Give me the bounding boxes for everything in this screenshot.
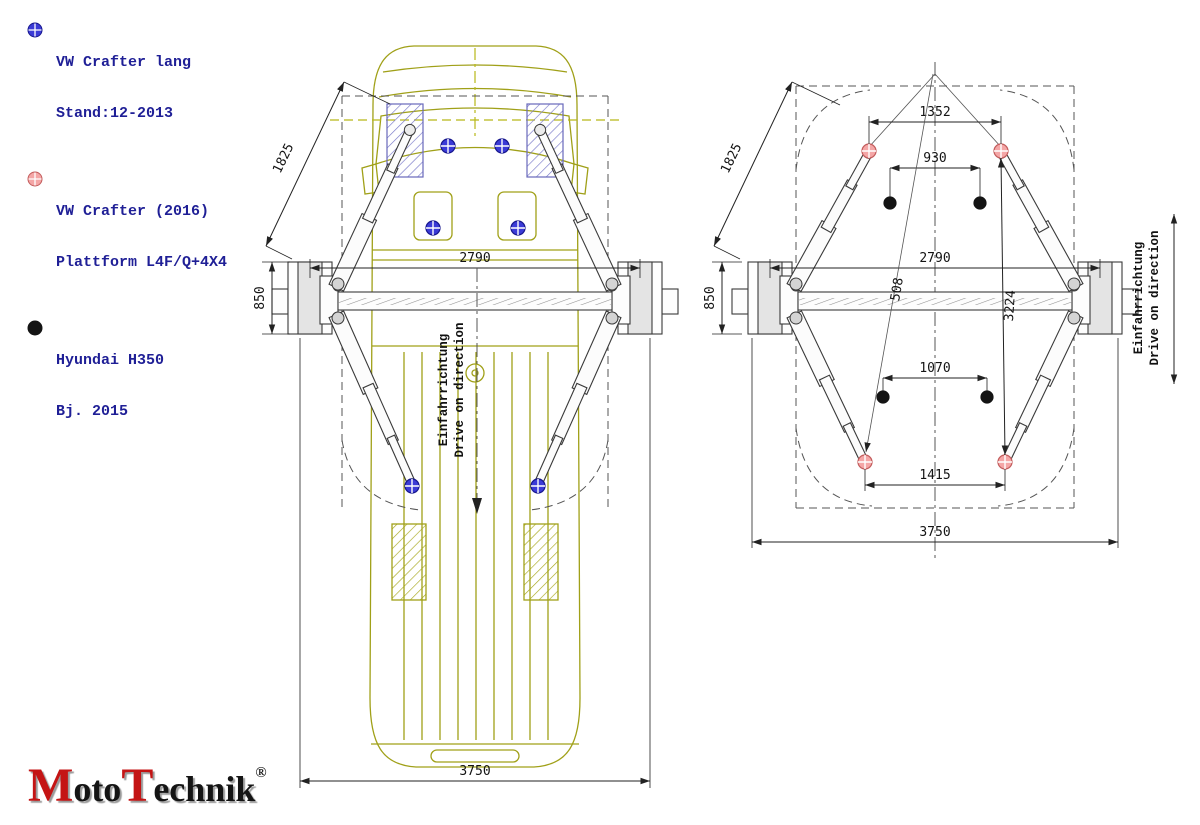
dimension-label: 1415 <box>919 468 950 483</box>
legend-text: VW Crafter (2016) Plattform L4F/Q+4X4 <box>56 169 227 305</box>
dimension-label: 1070 <box>919 361 950 376</box>
pickup-points-vw-crafter-2016 <box>857 143 1013 470</box>
dimension-label: 1352 <box>919 105 950 120</box>
logo-word1-rest: oto <box>73 769 122 809</box>
blue-cross-circle-icon <box>27 22 43 38</box>
dimension-label: 930 <box>923 151 946 166</box>
legend-line1: VW Crafter (2016) <box>56 203 210 220</box>
drive-direction-label-en: Drive on direction <box>453 322 467 457</box>
black-dot-icon <box>27 320 43 336</box>
drive-direction-arrow <box>472 498 482 514</box>
drive-direction-label-en: Drive on direction <box>1148 230 1162 365</box>
dimension-label: 1825 <box>718 141 745 176</box>
blue-point <box>440 138 456 154</box>
seat-right <box>497 191 537 241</box>
black-point <box>973 196 987 210</box>
blue-point <box>494 138 510 154</box>
pickup-points-hyundai-h350 <box>876 168 994 404</box>
dimension-post-spacing-2790-left: 2790 <box>309 251 641 278</box>
legend-text: Hyundai H350 Bj. 2015 <box>56 318 164 454</box>
black-point <box>876 390 890 404</box>
drive-direction-label-de: Einfahrrichtung <box>1132 242 1146 355</box>
dimension-rear-inner-1070: 1070 <box>883 361 987 382</box>
logo-initial-t: T <box>121 759 154 812</box>
mototechnik-logo: MotoTechnik® <box>28 758 267 813</box>
swing-arm-front-right <box>995 146 1084 293</box>
legend-line1: VW Crafter lang <box>56 54 192 71</box>
drive-direction-left-view: Einfahrrichtung Drive on direction <box>437 268 482 514</box>
pink-point <box>857 454 873 470</box>
right-view: 1825 1352 930 2790 508 <box>703 62 1178 560</box>
swing-arm-rear-left <box>328 310 419 491</box>
legend: VW Crafter lang Stand:12-2013 VW Crafter… <box>26 20 227 454</box>
swing-arm-front-left <box>786 146 875 293</box>
dimension-label: 508 <box>888 277 907 303</box>
dimension-rear-outer-1415: 1415 <box>864 468 1006 491</box>
front-reference-line <box>868 73 936 148</box>
legend-line2: Plattform L4F/Q+4X4 <box>56 254 228 271</box>
dimension-label: 1825 <box>270 141 297 176</box>
rear-wheel-right <box>523 523 559 601</box>
legend-line2: Bj. 2015 <box>56 403 129 420</box>
black-point <box>883 196 897 210</box>
pink-cross-circle-icon <box>27 171 43 187</box>
pink-point <box>993 143 1009 159</box>
seat-left <box>413 191 453 241</box>
crossbeam <box>337 291 613 311</box>
vehicle-outline-vw-crafter <box>361 45 589 768</box>
dimension-post-depth-850-right: 850 <box>703 261 742 335</box>
dimension-label: 3750 <box>459 764 490 779</box>
dimension-front-inner-930: 930 <box>890 151 980 172</box>
crossbeam <box>797 291 1073 311</box>
dimension-front-offset-508: 508 <box>864 73 934 453</box>
drive-direction-right-view: Einfahrrichtung Drive on direction <box>1132 214 1178 384</box>
legend-item-hyundai-h350: Hyundai H350 Bj. 2015 <box>26 318 227 454</box>
blue-point <box>530 478 546 494</box>
left-view: 1825 2790 850 3750 <box>253 45 679 788</box>
dimension-label: 2790 <box>919 251 950 266</box>
swing-arm-front-right <box>534 123 622 292</box>
pink-point <box>861 143 877 159</box>
dimension-post-spacing-2790-right: 2790 <box>769 251 1101 278</box>
legend-line2: Stand:12-2013 <box>56 105 174 122</box>
blue-point <box>425 220 441 236</box>
dimension-post-depth-850-left: 850 <box>253 261 290 335</box>
drive-direction-label-de: Einfahrrichtung <box>437 334 451 447</box>
dimension-overall-3750-right: 3750 <box>751 338 1119 548</box>
pickup-points-vw-crafter-lang <box>404 138 546 494</box>
swing-arm-rear-left <box>786 310 871 469</box>
blue-point <box>404 478 420 494</box>
legend-text: VW Crafter lang Stand:12-2013 <box>56 20 191 156</box>
legend-item-vw-crafter-lang: VW Crafter lang Stand:12-2013 <box>26 20 227 156</box>
logo-word2-rest: echnik <box>153 769 256 809</box>
rear-wheel-left <box>391 523 427 601</box>
rear-step <box>430 749 520 763</box>
front-reference-line <box>934 73 1002 148</box>
black-point <box>980 390 994 404</box>
pink-point <box>997 454 1013 470</box>
dimension-label: 3750 <box>919 525 950 540</box>
legend-line1: Hyundai H350 <box>56 352 165 369</box>
dimension-label: 850 <box>703 286 718 309</box>
dimension-overall-3750-left: 3750 <box>299 338 651 788</box>
dimension-label: 3224 <box>1002 289 1019 321</box>
dimension-label: 850 <box>253 286 268 309</box>
legend-item-vw-crafter-2016: VW Crafter (2016) Plattform L4F/Q+4X4 <box>26 169 227 305</box>
swing-arm-front-left <box>328 123 416 292</box>
dimension-point-length-3224: 3224 <box>997 157 1019 456</box>
logo-initial-m: M <box>28 759 74 812</box>
blue-point <box>510 220 526 236</box>
registered-trademark-icon: ® <box>255 765 267 781</box>
dimension-label: 2790 <box>459 251 490 266</box>
